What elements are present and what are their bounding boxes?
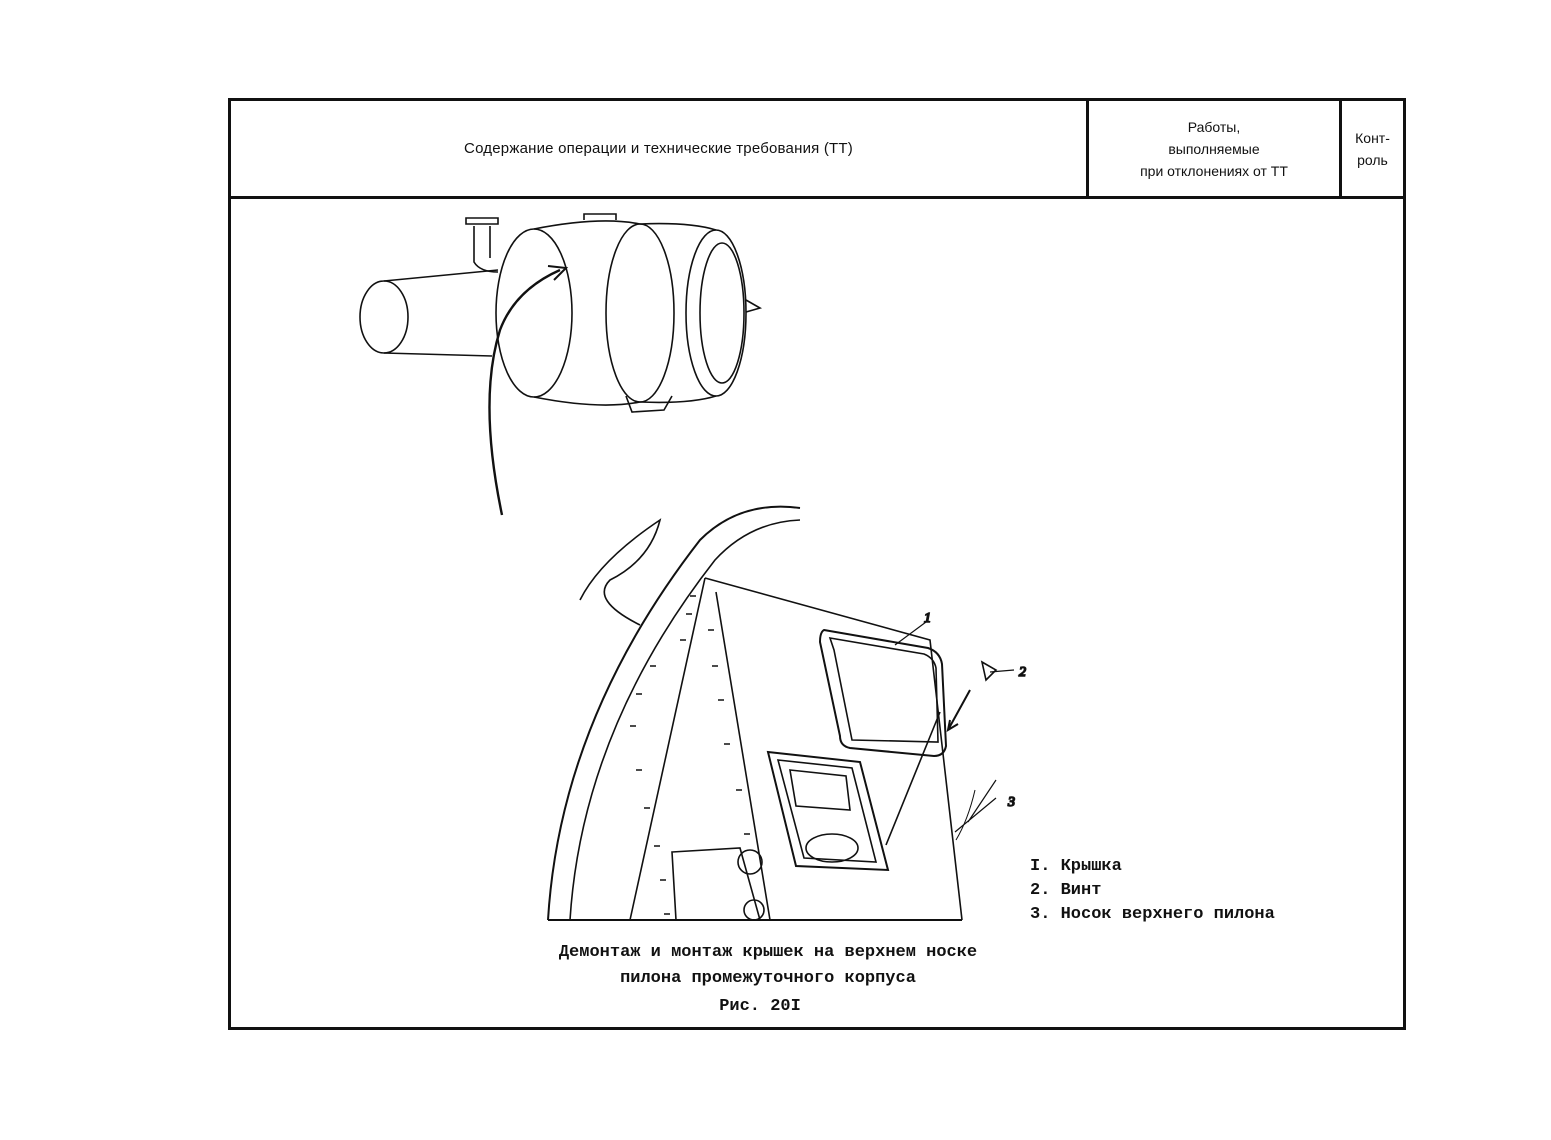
figure-number: Рис. 20I <box>719 997 801 1016</box>
pylon-nose-detail-illustration <box>547 505 1015 921</box>
header-control: Конт- роль <box>1342 101 1403 196</box>
header-deviation-line-2: выполняемые <box>1168 140 1260 157</box>
document-sheet: Содержание операции и технические требов… <box>228 98 1406 1030</box>
legend-item-3: 3. Носок верхнего пилона <box>1030 905 1275 924</box>
legend: I. Крышка 2. Винт 3. Носок верхнего пило… <box>1030 855 1275 927</box>
caption-line-2: пилона промежуточного корпуса <box>620 969 916 988</box>
header-control-line-1: Конт- <box>1355 129 1390 146</box>
table-header: Содержание операции и технические требов… <box>231 101 1403 199</box>
header-operation-content: Содержание операции и технические требов… <box>231 101 1089 196</box>
caption-line-1: Демонтаж и монтаж крышек на верхнем носк… <box>558 943 978 962</box>
figure-caption: Демонтаж и монтаж крышек на верхнем носк… <box>528 940 1008 992</box>
callout-1: 1 <box>924 611 931 626</box>
callout-2: 2 <box>1019 665 1026 680</box>
legend-item-1: I. Крышка <box>1030 857 1122 876</box>
callout-3: 3 <box>1007 795 1015 810</box>
header-deviation-works: Работы, выполняемые при отклонениях от Т… <box>1089 101 1342 196</box>
legend-item-2: 2. Винт <box>1030 881 1102 900</box>
header-deviation-line-1: Работы, <box>1187 118 1241 135</box>
header-deviation-line-3: при отклонениях от ТТ <box>1140 162 1288 179</box>
engine-overview-illustration <box>359 213 763 516</box>
header-operation-label: Содержание операции и технические требов… <box>464 140 853 157</box>
header-control-line-2: роль <box>1357 151 1388 168</box>
